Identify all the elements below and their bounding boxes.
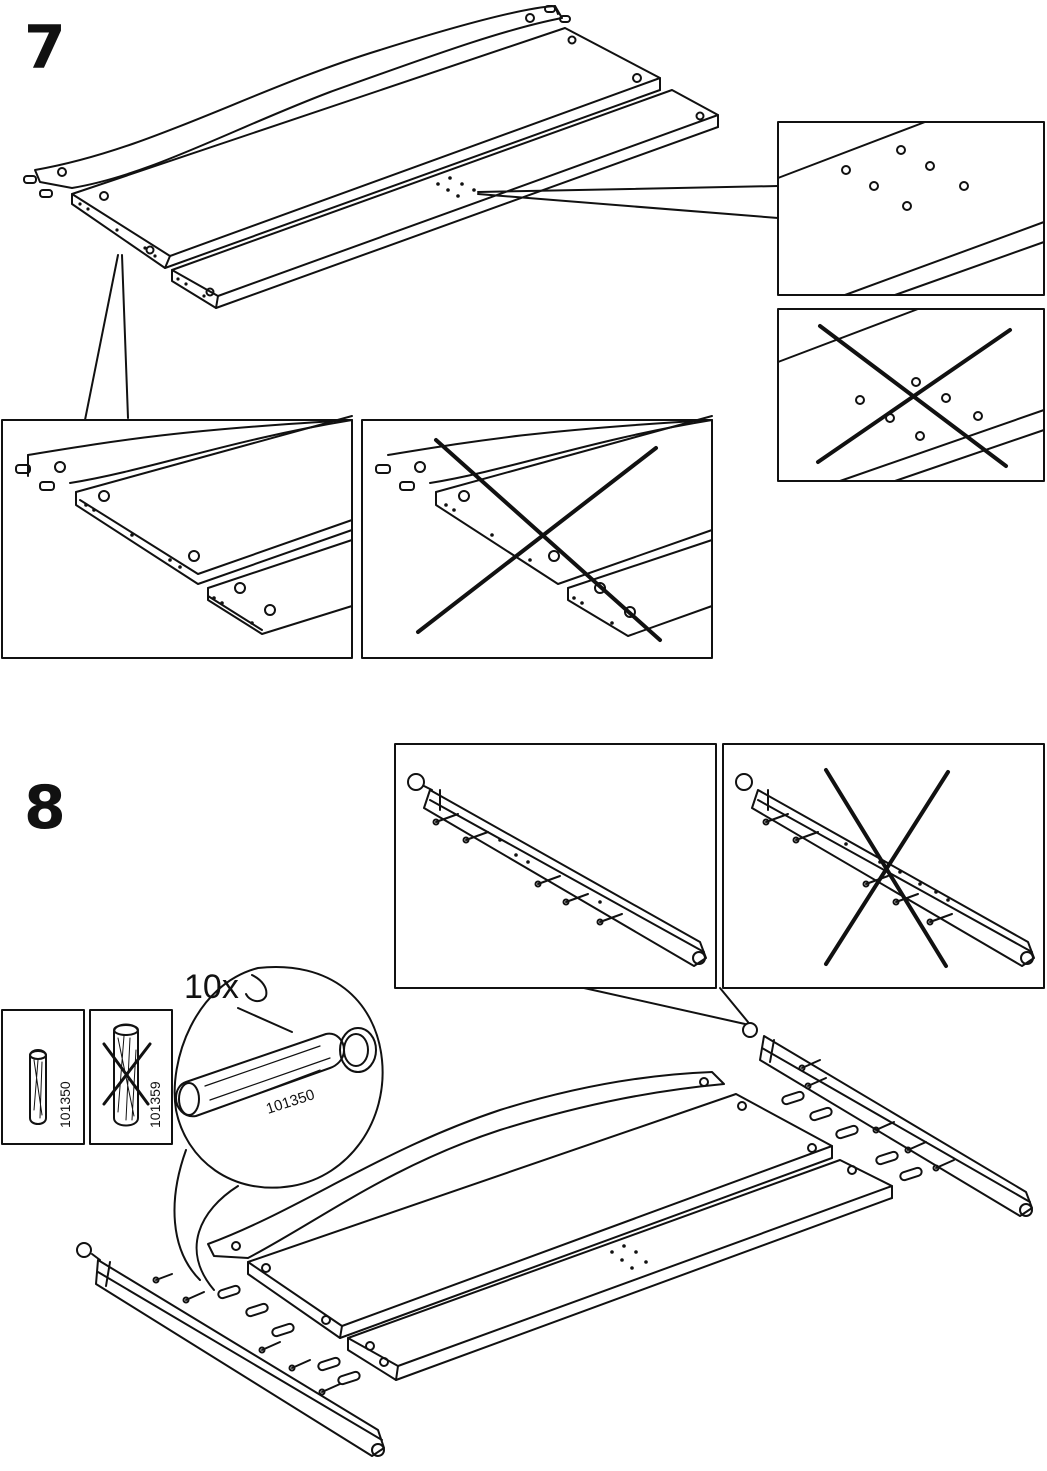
card-wrong-code: 101359 <box>147 1081 163 1128</box>
detail-board-alignment-correct <box>2 416 352 658</box>
cross-mark-icon <box>818 326 1010 466</box>
edge-holes <box>78 202 156 257</box>
detail-leg-dowels-correct <box>395 744 716 988</box>
middle-board <box>248 1094 832 1326</box>
cross-mark-icon <box>418 440 660 640</box>
cross-mark-icon <box>826 770 948 966</box>
step8-headboard-assembly <box>77 1023 1032 1456</box>
detail-board-alignment-wrong <box>362 416 712 658</box>
bottom-board <box>172 90 718 296</box>
right-dowels <box>781 1060 954 1181</box>
hole-pattern <box>436 176 476 198</box>
quantity-label: 10x <box>184 968 239 1006</box>
card-correct-code: 101350 <box>57 1081 73 1128</box>
middle-board <box>72 28 660 256</box>
step7-headboard-assembly <box>24 6 778 420</box>
dowel-code-label: 101350 <box>264 1086 317 1118</box>
detail-hole-pattern-correct <box>778 122 1044 295</box>
left-dowels <box>154 1274 361 1395</box>
bottom-board <box>348 1160 892 1366</box>
rail-dowels <box>24 6 570 197</box>
detail-leg-dowels-wrong <box>723 744 1044 988</box>
curved-rail <box>35 6 562 188</box>
hole-pattern <box>610 1244 648 1270</box>
detail-hole-pattern-wrong <box>778 309 1044 481</box>
left-leg <box>77 1243 384 1456</box>
